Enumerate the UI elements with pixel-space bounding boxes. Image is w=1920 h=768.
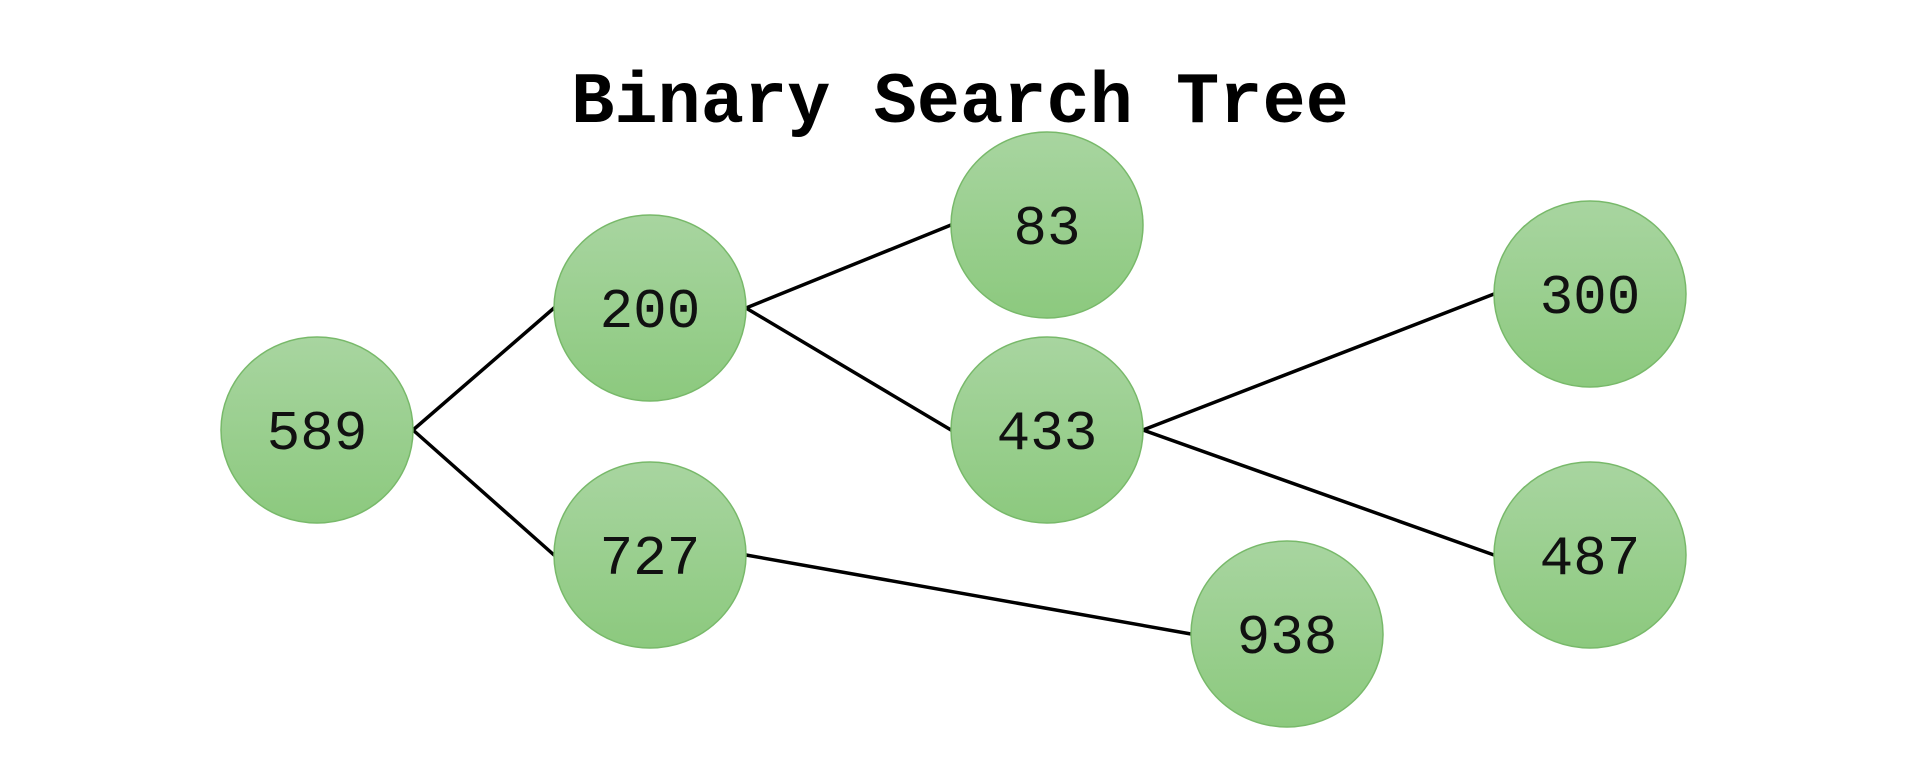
tree-node-589: 589 bbox=[220, 336, 414, 524]
edge-200-433 bbox=[744, 306, 953, 432]
node-circle bbox=[950, 336, 1144, 524]
diagram-title: Binary Search Tree bbox=[571, 62, 1349, 144]
tree-node-487: 487 bbox=[1493, 461, 1687, 649]
node-circle bbox=[1493, 200, 1687, 388]
edge-589-727 bbox=[411, 428, 556, 557]
node-value: 300 bbox=[1540, 266, 1641, 330]
node-value: 433 bbox=[997, 402, 1098, 466]
node-value: 487 bbox=[1540, 527, 1641, 591]
edge-589-200 bbox=[411, 306, 556, 432]
edges-layer bbox=[411, 223, 1496, 636]
node-circle bbox=[1190, 540, 1384, 728]
node-value: 589 bbox=[267, 402, 368, 466]
node-value: 938 bbox=[1237, 606, 1338, 670]
tree-node-433: 433 bbox=[950, 336, 1144, 524]
node-circle bbox=[950, 131, 1144, 319]
node-value: 83 bbox=[1013, 197, 1080, 261]
edge-200-83 bbox=[744, 223, 953, 310]
tree-node-938: 938 bbox=[1190, 540, 1384, 728]
tree-node-300: 300 bbox=[1493, 200, 1687, 388]
node-circle bbox=[553, 214, 747, 402]
node-value: 200 bbox=[600, 280, 701, 344]
node-circle bbox=[220, 336, 414, 524]
edge-727-938 bbox=[744, 553, 1193, 636]
node-circle bbox=[1493, 461, 1687, 649]
edge-433-487 bbox=[1141, 428, 1496, 557]
tree-node-200: 200 bbox=[553, 214, 747, 402]
tree-node-727: 727 bbox=[553, 461, 747, 649]
tree-node-83: 83 bbox=[950, 131, 1144, 319]
node-value: 727 bbox=[600, 527, 701, 591]
edge-433-300 bbox=[1141, 292, 1496, 432]
nodes-layer: 589 200 727 83 433 938 300 487 bbox=[220, 131, 1687, 728]
node-circle bbox=[553, 461, 747, 649]
